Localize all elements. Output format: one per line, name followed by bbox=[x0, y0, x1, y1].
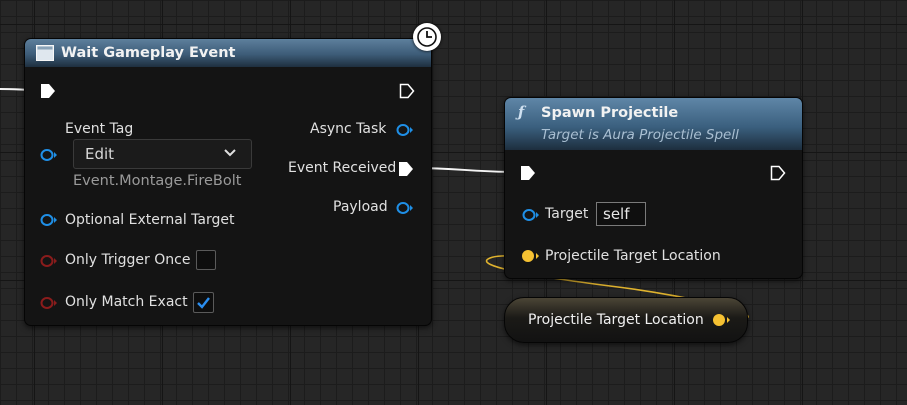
projectile-target-location-label: Projectile Target Location bbox=[545, 248, 721, 264]
exec-in-pin[interactable] bbox=[520, 165, 536, 181]
exec-out-pin[interactable] bbox=[770, 165, 786, 181]
event-tag-dropdown[interactable]: Edit bbox=[73, 139, 252, 169]
variable-label: Projectile Target Location bbox=[528, 312, 704, 328]
variable-output-pin[interactable] bbox=[711, 313, 731, 327]
target-self-value: self bbox=[603, 205, 630, 223]
node-title: Spawn Projectile bbox=[541, 105, 679, 121]
projectile-target-location-variable[interactable]: Projectile Target Location bbox=[504, 297, 748, 343]
target-pin[interactable] bbox=[521, 208, 539, 222]
event-tag-value: Event.Montage.FireBolt bbox=[73, 173, 242, 189]
payload-label: Payload bbox=[333, 199, 388, 215]
exec-in-pin[interactable] bbox=[40, 83, 56, 99]
optional-external-target-label: Optional External Target bbox=[65, 212, 235, 228]
exec-out-pin[interactable] bbox=[399, 83, 415, 99]
only-match-exact-label: Only Match Exact bbox=[65, 294, 188, 310]
optional-external-target-pin[interactable] bbox=[39, 213, 57, 227]
only-trigger-once-checkbox[interactable] bbox=[196, 250, 216, 270]
async-task-pin[interactable] bbox=[395, 123, 413, 137]
event-received-label: Event Received bbox=[288, 160, 397, 176]
only-match-exact-checkbox[interactable] bbox=[193, 292, 214, 313]
function-icon: ƒ bbox=[518, 104, 525, 121]
spawn-projectile-node[interactable]: ƒ Spawn Projectile Target is Aura Projec… bbox=[504, 97, 803, 279]
event-tag-label: Event Tag bbox=[65, 121, 134, 137]
event-tag-dropdown-value: Edit bbox=[85, 145, 115, 163]
wait-gameplay-event-node[interactable]: Wait Gameplay Event Event Tag Edit Event… bbox=[24, 38, 432, 326]
clock-icon bbox=[413, 23, 441, 51]
only-trigger-once-label: Only Trigger Once bbox=[65, 252, 191, 268]
event-window-icon bbox=[36, 45, 54, 61]
node-subtitle: Target is Aura Projectile Spell bbox=[541, 127, 739, 143]
node-title: Wait Gameplay Event bbox=[61, 45, 236, 61]
only-trigger-once-pin[interactable] bbox=[39, 254, 57, 268]
projectile-target-location-pin[interactable] bbox=[520, 249, 540, 263]
event-tag-pin[interactable] bbox=[39, 148, 57, 162]
checkmark-icon bbox=[197, 297, 210, 309]
node-header[interactable]: ƒ Spawn Projectile Target is Aura Projec… bbox=[505, 98, 802, 150]
chevron-down-icon bbox=[224, 149, 236, 157]
node-header[interactable]: Wait Gameplay Event bbox=[25, 39, 431, 67]
target-self-field[interactable]: self bbox=[596, 202, 646, 226]
async-task-label: Async Task bbox=[310, 121, 387, 137]
target-label: Target bbox=[545, 206, 589, 222]
payload-pin[interactable] bbox=[395, 201, 413, 215]
event-received-exec-pin[interactable] bbox=[398, 161, 414, 177]
only-match-exact-pin[interactable] bbox=[39, 296, 57, 310]
